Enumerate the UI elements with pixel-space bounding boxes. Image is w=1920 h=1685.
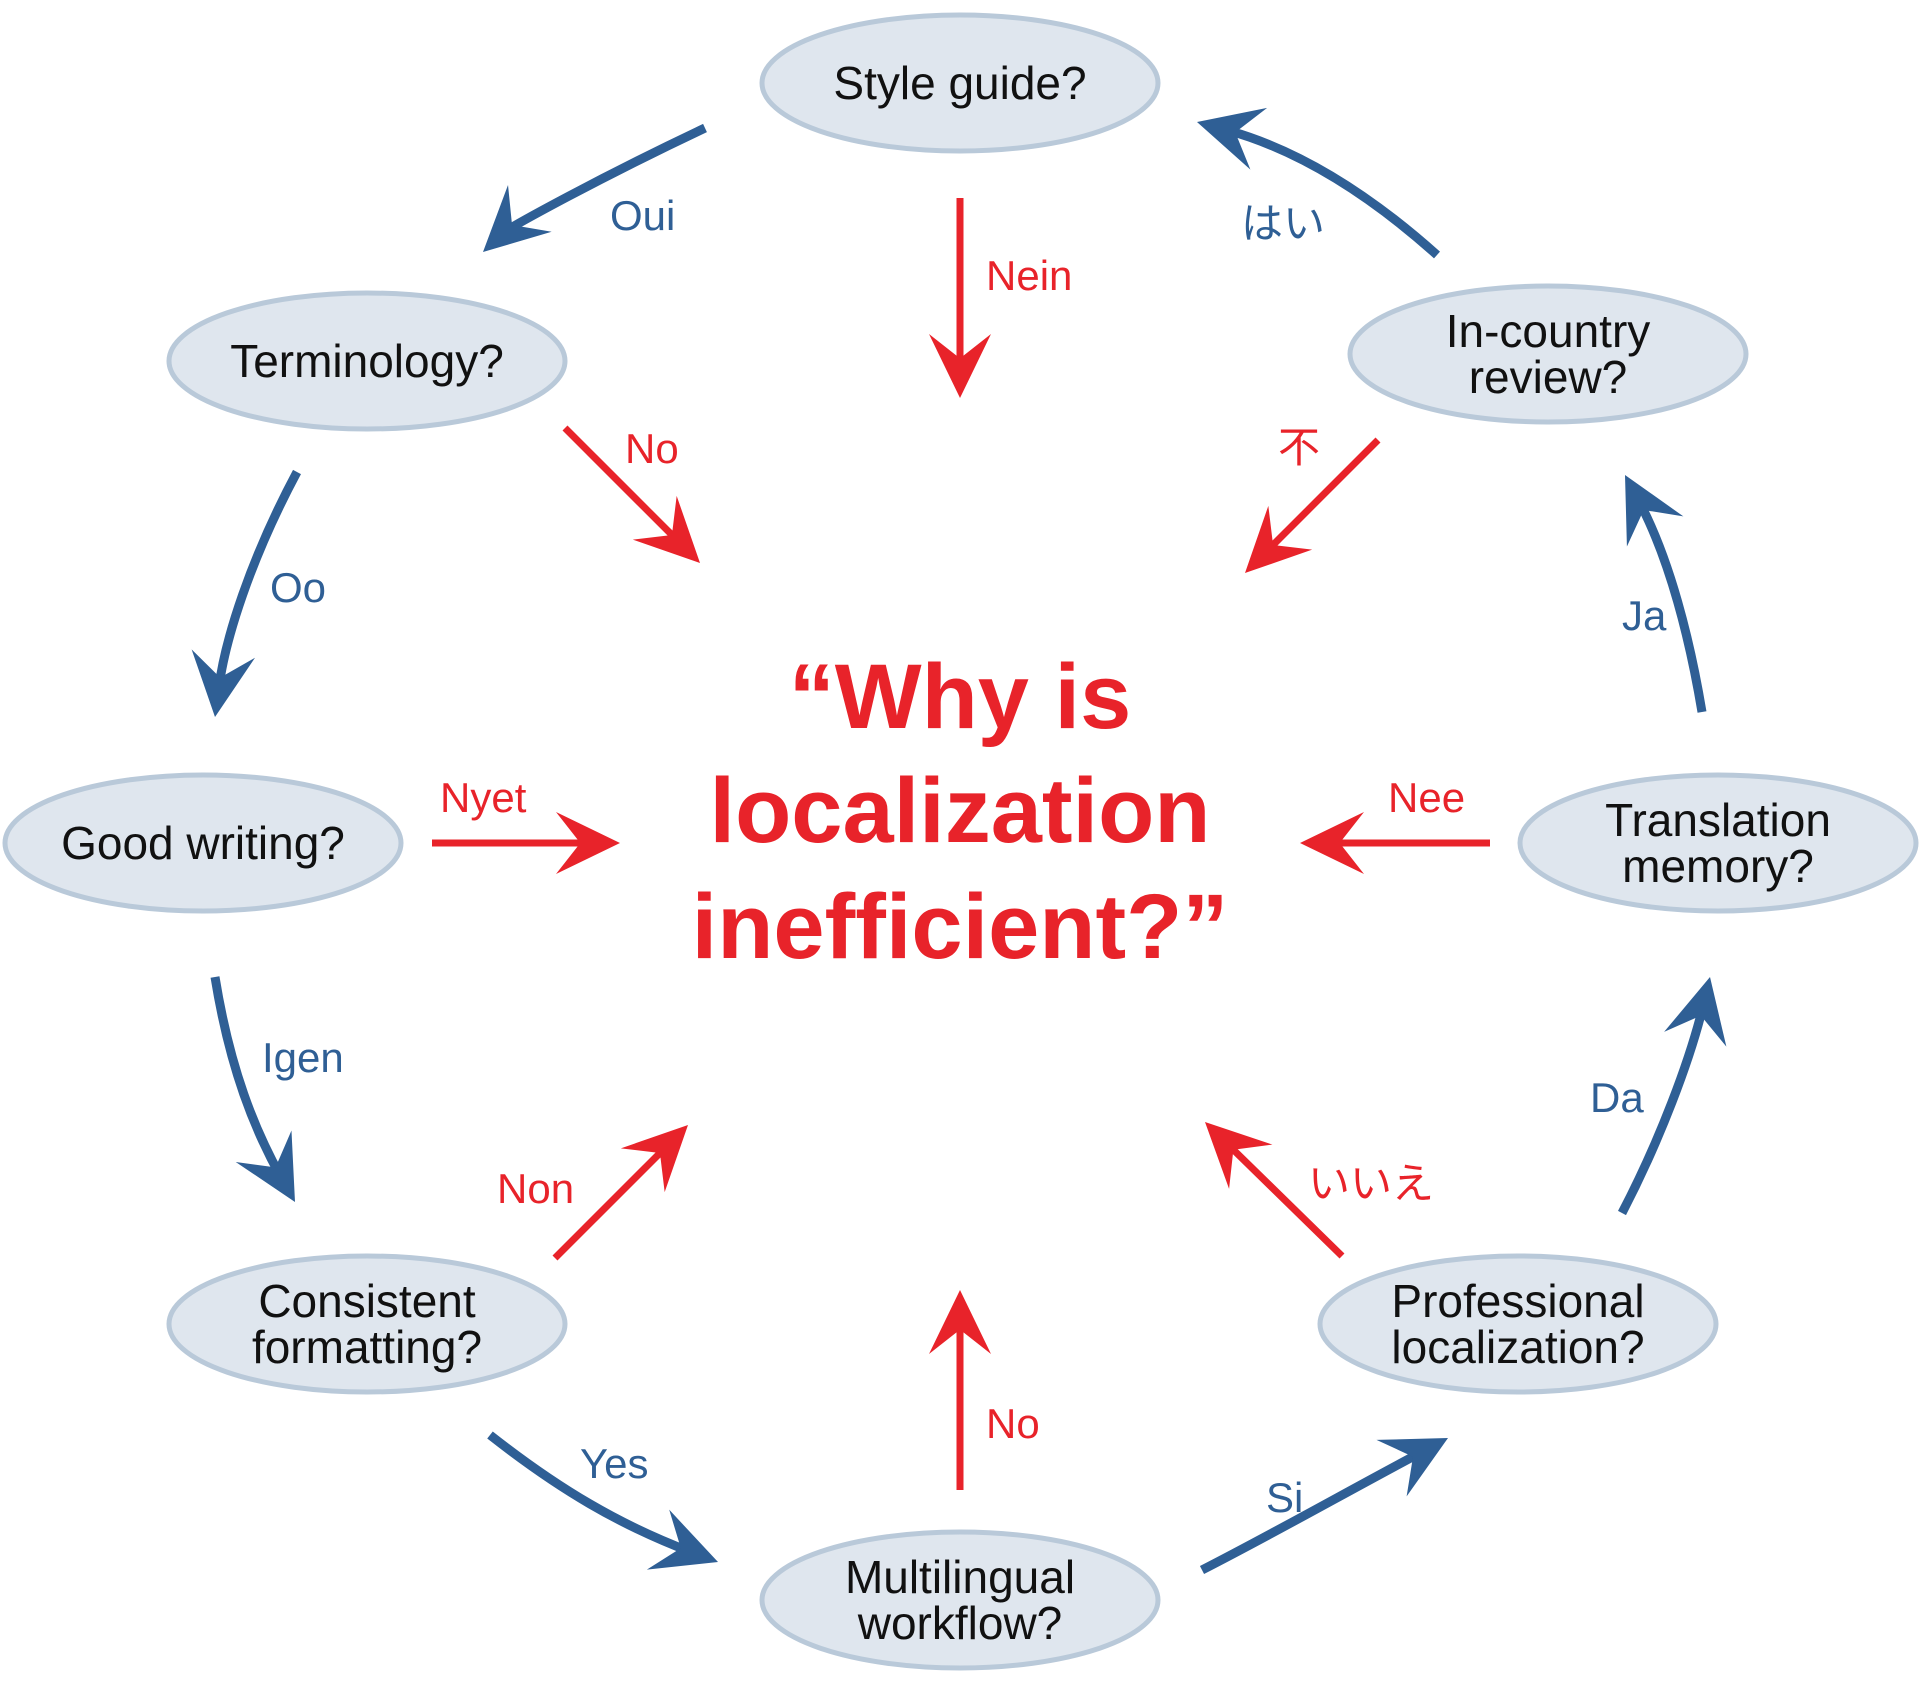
yes-arrow-line (210, 976, 285, 1179)
yes-arrow-head (1664, 977, 1727, 1047)
node-good-writing: Good writing? (2, 772, 404, 914)
yes-arrow-head (483, 184, 552, 252)
yes-arrow-line (487, 1431, 692, 1556)
no-arrow-head (620, 1125, 688, 1193)
no-arrow-in-country-review: 不 (1245, 424, 1381, 573)
no-arrow-head (929, 334, 991, 398)
node-ellipse (759, 1529, 1161, 1671)
question-nodes: Style guide? Terminology? Good writing? Con… (2, 12, 1919, 1671)
yes-edge-label: Oui (610, 192, 675, 239)
no-arrow-terminology: No (562, 425, 700, 563)
no-edge-label: Nee (1388, 774, 1465, 821)
no-arrow-line (1263, 437, 1381, 555)
yes-arrow-line (1224, 125, 1441, 259)
yes-arrow-head (1376, 1438, 1448, 1497)
no-arrow-style-guide: Nein (929, 198, 1072, 398)
yes-arrow-good-writing: Igen (210, 976, 344, 1202)
yes-arrow-line (1635, 499, 1707, 713)
yes-arrow-head (191, 649, 256, 717)
no-edge-label: No (986, 1400, 1040, 1447)
no-arrow-consistent-formatting: Non (497, 1125, 688, 1261)
no-arrow-head (632, 495, 700, 563)
node-ellipse (2, 772, 404, 914)
node-label: Multilingual (845, 1551, 1075, 1603)
node-label: Style guide? (833, 57, 1086, 109)
yes-edge-label: Ja (1622, 592, 1667, 639)
center-question-line: “Why is (789, 646, 1131, 748)
no-edge-label: Nein (986, 252, 1072, 299)
no-arrow-head (1245, 505, 1313, 573)
no-arrow-head (1300, 812, 1364, 874)
node-label: Translation (1605, 794, 1831, 846)
node-ellipse (166, 1253, 568, 1395)
no-edge-label: Non (497, 1165, 574, 1212)
node-ellipse (166, 290, 568, 432)
yes-arrow-head (1625, 475, 1684, 547)
yes-arrow-line (214, 469, 301, 688)
yes-arrow-terminology: Oo (191, 469, 326, 717)
no-edge-label: Nyet (440, 774, 527, 821)
no-edge-label: 不 (1278, 424, 1320, 471)
no-arrow-translation-memory: Nee (1300, 774, 1490, 874)
yes-arrow-multilingual-workflow: Si (1199, 1438, 1448, 1575)
no-arrow-head (929, 1290, 991, 1354)
yes-edge-label: Da (1590, 1074, 1644, 1121)
yes-edge-label: Igen (262, 1034, 344, 1081)
yes-arrow-head (235, 1130, 295, 1202)
node-label: In-country (1446, 305, 1651, 357)
yes-edge-label: Yes (580, 1440, 649, 1487)
yes-edge-label: Si (1266, 1474, 1303, 1521)
yes-arrow-head (1197, 107, 1268, 170)
node-ellipse (1517, 772, 1919, 914)
yes-arrow-professional-localization: Da (1590, 977, 1727, 1216)
no-arrow-head (556, 812, 620, 874)
yes-edge-label: Oo (270, 564, 326, 611)
node-label: Good writing? (61, 817, 345, 869)
no-arrow-line (1223, 1140, 1345, 1259)
center-question-line: inefficient?” (692, 876, 1229, 978)
center-question: “Why is localization inefficient?” (692, 646, 1229, 978)
node-ellipse (759, 12, 1161, 154)
yes-arrow-line (1618, 1005, 1708, 1216)
yes-arrow-consistent-formatting: Yes (487, 1431, 718, 1570)
no-edge-label: No (625, 425, 679, 472)
node-ellipse (1317, 1253, 1719, 1395)
node-label: Consistent (258, 1275, 476, 1327)
node-label: localization? (1391, 1321, 1644, 1373)
yes-arrow-translation-memory: Ja (1622, 475, 1707, 713)
no-arrow-multilingual-workflow: No (929, 1290, 1040, 1490)
node-ellipse (1347, 283, 1749, 425)
no-arrow-line (552, 1143, 670, 1261)
yes-arrow-line (1199, 1448, 1424, 1575)
node-label: formatting? (252, 1321, 482, 1373)
node-label: Professional (1391, 1275, 1644, 1327)
yes-arrow-in-country-review: はい (1197, 107, 1441, 259)
no-arrow-good-writing: Nyet (432, 774, 620, 874)
center-question-line: localization (710, 760, 1211, 862)
no-arrow-professional-localization: いいえ (1205, 1122, 1434, 1259)
yes-arrow-style-guide: Oui (483, 123, 707, 252)
node-terminology: Terminology? (166, 290, 568, 432)
no-edge-label: いいえ (1308, 1160, 1434, 1207)
yes-arrow-head (646, 1509, 718, 1570)
node-label: workflow? (857, 1597, 1063, 1649)
yes-edge-label: はい (1241, 200, 1325, 247)
node-style-guide: Style guide? (759, 12, 1161, 154)
no-arrow-line (562, 425, 682, 545)
node-label: Terminology? (230, 335, 504, 387)
node-label: memory? (1622, 840, 1814, 892)
no-arrow-head (1205, 1122, 1273, 1189)
node-label: review? (1469, 351, 1628, 403)
